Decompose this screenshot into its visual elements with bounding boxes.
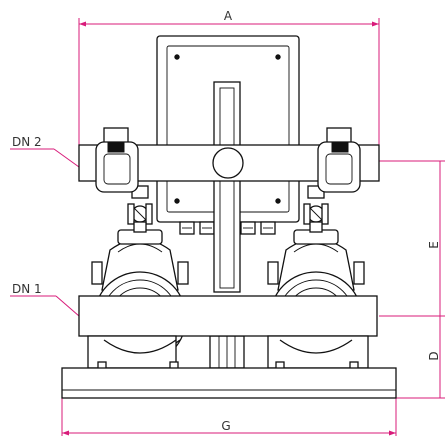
dn1-callout: DN 1 xyxy=(10,282,80,317)
valve-left xyxy=(127,185,153,233)
valve-right xyxy=(303,185,329,233)
dn2-label: DN 2 xyxy=(12,135,42,149)
dn2-callout: DN 2 xyxy=(10,135,80,168)
base-plate xyxy=(61,367,397,399)
dn1-label: DN 1 xyxy=(12,282,42,296)
dimension-d-label: D xyxy=(427,351,441,360)
pressure-switch-right xyxy=(317,127,361,193)
pressure-switch-left xyxy=(95,127,139,193)
dimension-g: G xyxy=(61,398,397,436)
cable-glands xyxy=(179,221,276,235)
dimension-a-label: A xyxy=(224,9,233,23)
dimension-e-d: E D xyxy=(379,160,445,399)
suction-manifold xyxy=(78,295,378,337)
discharge-manifold xyxy=(78,127,380,193)
support-column xyxy=(209,81,245,369)
dimension-g-label: G xyxy=(221,419,230,433)
dimension-e-label: E xyxy=(427,241,441,249)
